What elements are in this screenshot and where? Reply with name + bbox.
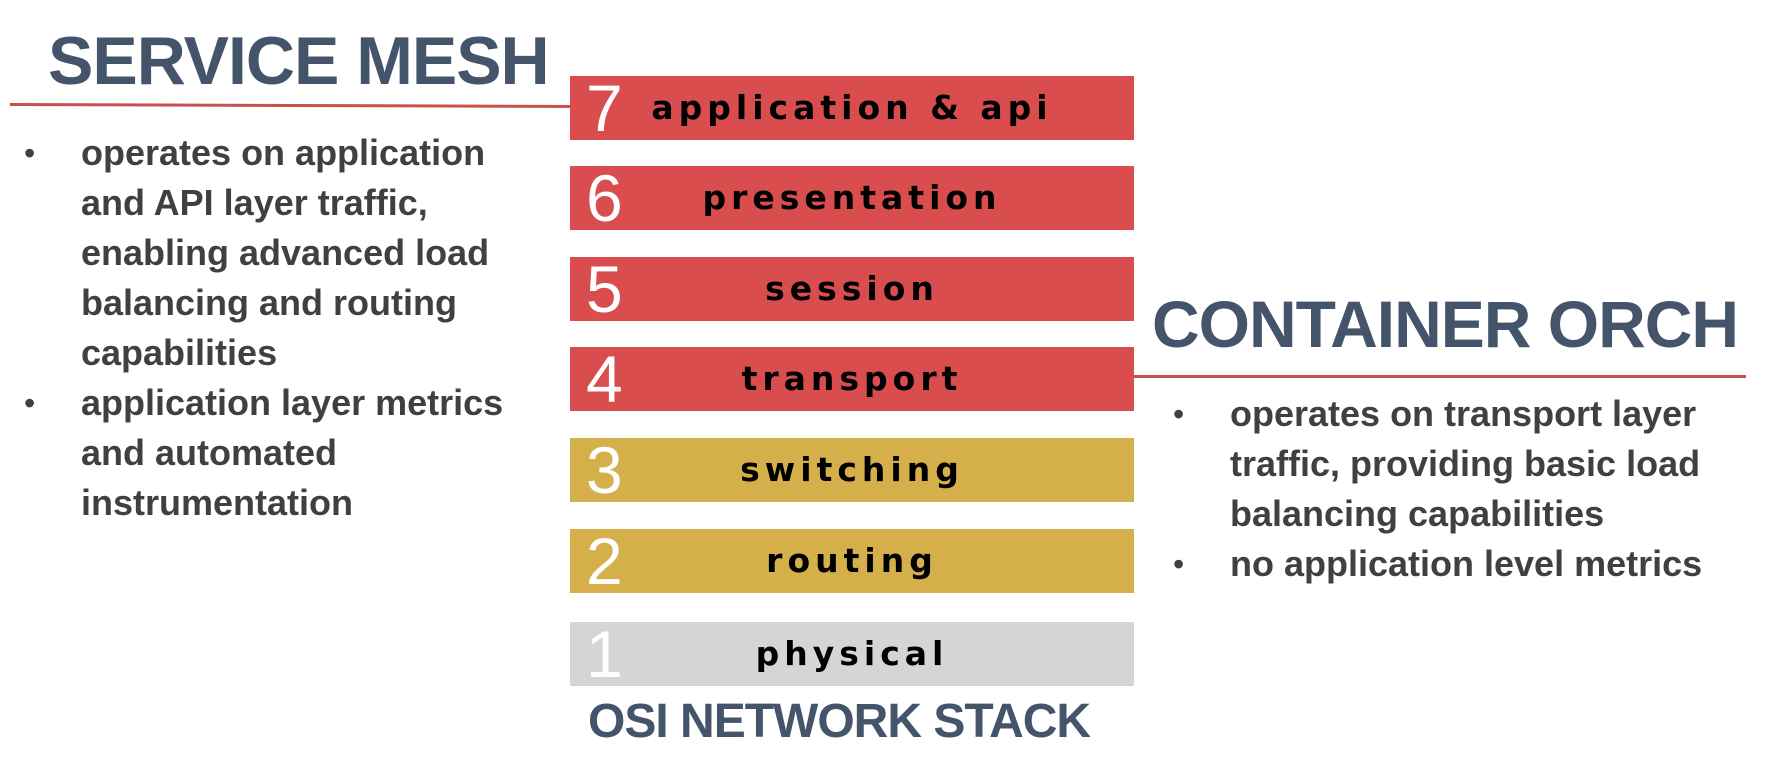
bullet-dot-icon: • [1173,396,1185,432]
osi-layer-7: 7 application & api [570,72,1134,144]
layer-label: transport [741,359,963,398]
service-mesh-connector-line [9,103,575,108]
osi-stack-caption: OSI NETWORK STACK [588,695,1091,748]
service-mesh-bullet-text: operates on application and API layer tr… [81,132,490,373]
bullet-dot-icon: • [24,385,36,421]
bullet-dot-icon: • [1173,546,1185,582]
service-mesh-bullet-text: application layer metrics and automated … [81,382,504,523]
layer-label: session [765,269,939,308]
osi-layer-stack: 7 application & api 6 presentation 5 sessio… [570,72,1134,690]
layer-label: physical [755,634,949,673]
service-mesh-bullet-list: • operates on application and API layer t… [24,128,524,528]
osi-layer-5: 5 session [570,253,1134,325]
container-orch-title: CONTAINER ORCH [1152,287,1739,361]
layer-number: 3 [586,433,623,507]
service-mesh-bullet: • application layer metrics and automated… [24,378,524,528]
service-mesh-title: SERVICE MESH [48,23,550,99]
bullet-dot-icon: • [24,135,36,171]
container-orch-bullet-text: operates on transport layer traffic, pro… [1230,393,1701,534]
osi-layer-4: 4 transport [570,343,1134,415]
osi-layer-3: 3 switching [570,434,1134,506]
layer-number: 4 [586,342,623,416]
layer-label: presentation [702,178,1002,217]
container-orch-bullet: • no application level metrics [1173,539,1733,589]
layer-number: 5 [586,252,623,326]
container-orch-bullet: • operates on transport layer traffic, pr… [1173,389,1733,539]
osi-layer-2: 2 routing [570,525,1134,597]
layer-label: routing [766,541,938,580]
layer-number: 2 [586,524,623,598]
container-orch-bullet-text: no application level metrics [1230,543,1703,584]
layer-number: 6 [586,161,623,235]
container-orch-connector-line [1134,375,1746,378]
layer-label: switching [740,450,964,489]
layer-number: 1 [586,617,623,691]
osi-layer-1: 1 physical [570,618,1134,690]
layer-label: application & api [651,88,1053,127]
container-orch-bullet-list: • operates on transport layer traffic, pr… [1173,389,1733,589]
layer-number: 7 [586,71,623,145]
osi-layer-6: 6 presentation [570,162,1134,234]
service-mesh-bullet: • operates on application and API layer t… [24,128,524,378]
